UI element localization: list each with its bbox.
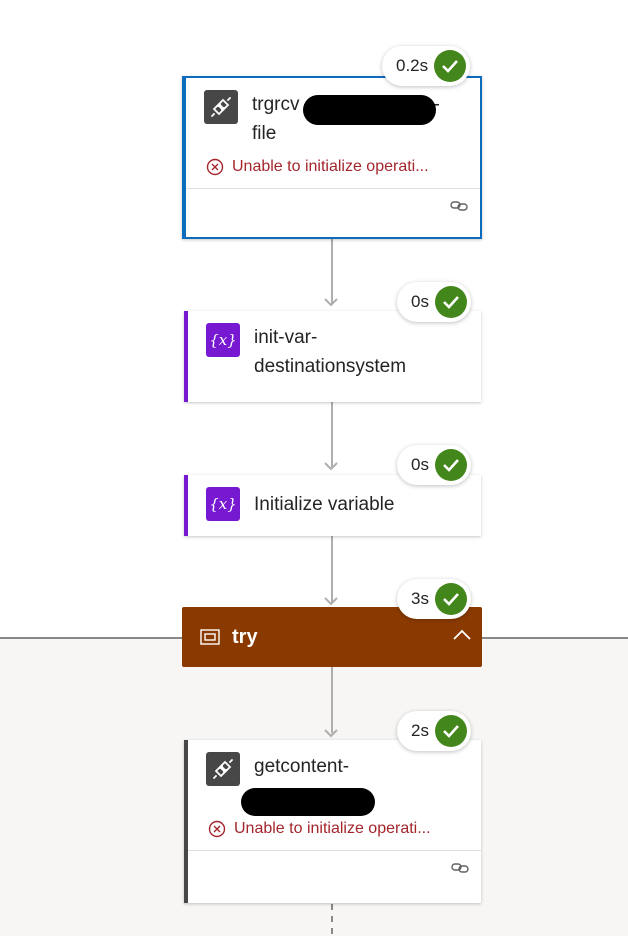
check-icon	[434, 50, 467, 82]
redacted-text	[241, 788, 375, 816]
duration-badge: 0s	[397, 282, 471, 322]
check-icon	[434, 286, 467, 318]
check-icon	[434, 715, 467, 747]
scope-title: try	[232, 625, 258, 648]
duration-badge: 0s	[397, 445, 471, 485]
scope-icon	[200, 629, 220, 645]
check-icon	[434, 449, 467, 481]
duration-badge: 0.2s	[382, 46, 471, 86]
connector-arrow-icon	[324, 298, 338, 307]
card-title: Initialize variable	[254, 494, 395, 515]
variable-icon: {x}	[206, 323, 240, 357]
connector-arrow-icon	[324, 597, 338, 606]
variable-icon: {x}	[206, 487, 240, 521]
plug-icon	[206, 752, 240, 786]
duration-badge: 3s	[397, 579, 471, 619]
plug-icon	[204, 90, 238, 124]
card-title: init-var- destinationsystem	[254, 327, 407, 377]
connector-arrow-icon	[324, 462, 338, 471]
link-icon[interactable]	[451, 861, 469, 875]
error-message: Unable to initialize operati...	[208, 820, 481, 838]
connector-line	[331, 536, 333, 603]
initialize-variable-card[interactable]: {x} Initialize variable	[184, 475, 481, 536]
getcontent-card[interactable]: getcontent- Unable to initialize operati…	[184, 740, 481, 903]
connector-line	[331, 402, 333, 468]
card-title: getcontent-	[254, 756, 350, 777]
connector-dashed-line	[331, 904, 333, 936]
init-var-destinationsystem-card[interactable]: {x} init-var- destinationsystem	[184, 311, 481, 402]
connector-line	[331, 238, 333, 304]
error-circle-icon	[208, 820, 226, 838]
redacted-text	[303, 95, 436, 125]
connector-arrow-icon	[324, 729, 338, 738]
duration-badge: 2s	[397, 711, 471, 751]
card-title: trgrcv- file	[252, 94, 440, 144]
connector-line	[331, 667, 333, 733]
chevron-up-icon[interactable]	[452, 629, 472, 641]
check-icon	[434, 583, 467, 615]
error-circle-icon	[206, 158, 224, 176]
error-message: Unable to initialize operati...	[206, 158, 480, 176]
link-icon[interactable]	[450, 199, 468, 213]
